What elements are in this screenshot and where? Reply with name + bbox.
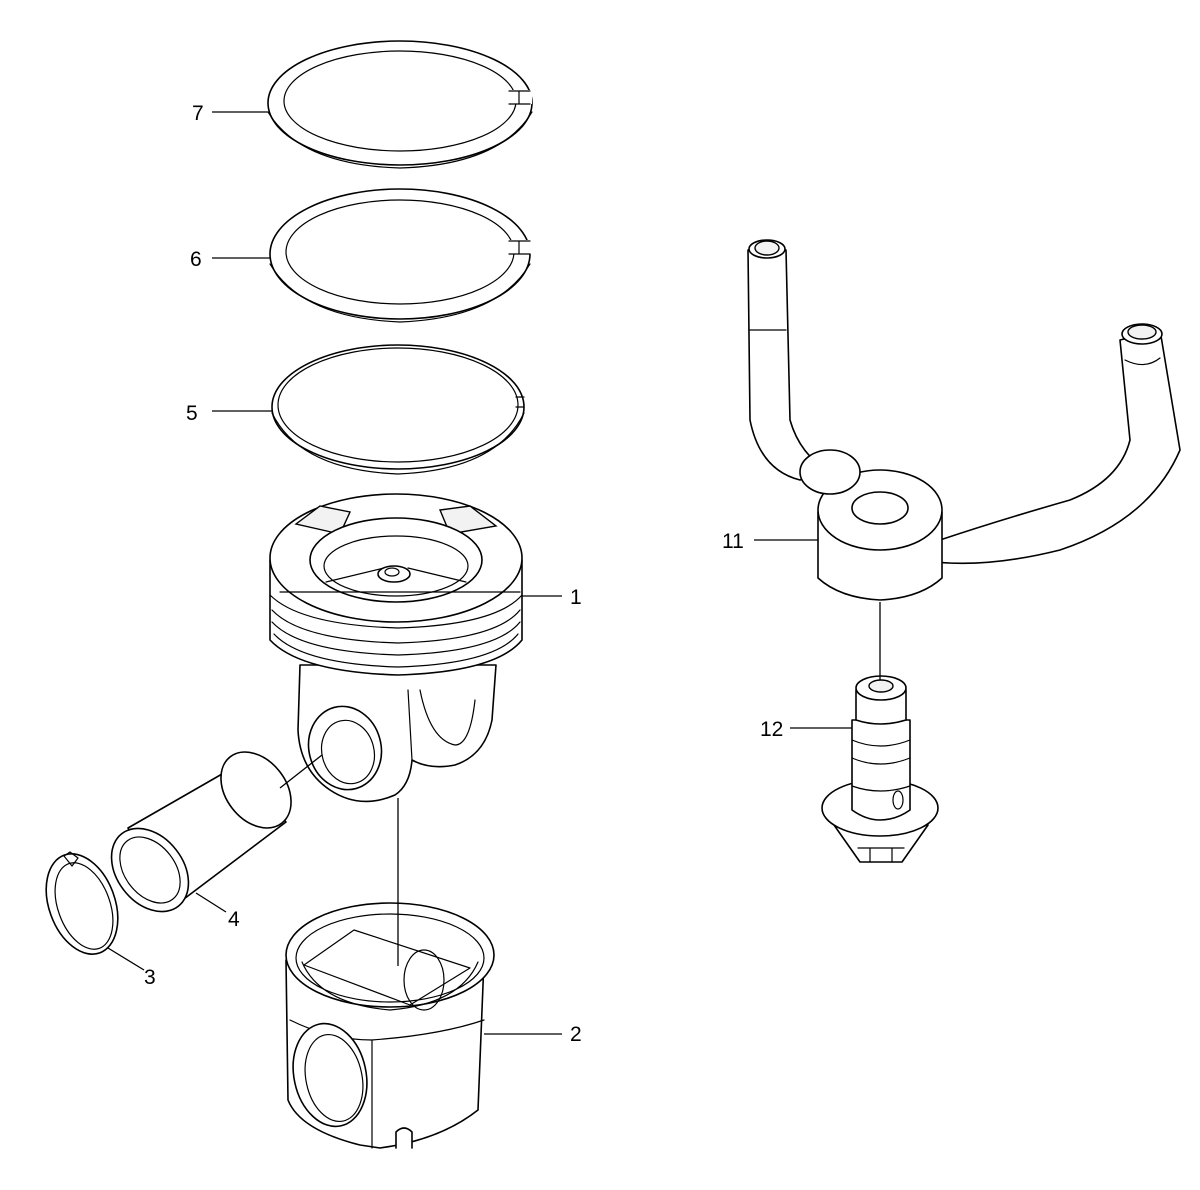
callout-3: 3 xyxy=(144,966,156,989)
callout-1: 1 xyxy=(570,586,582,609)
stud-12 xyxy=(821,675,939,863)
piston-1 xyxy=(269,493,523,803)
fork-yoke-11 xyxy=(747,239,1181,601)
callout-7: 7 xyxy=(192,102,204,125)
ring-5 xyxy=(271,344,525,475)
cylinder-liner-2 xyxy=(285,902,495,1149)
assembly-lines xyxy=(279,602,881,966)
ring-6 xyxy=(269,188,532,323)
ring-7 xyxy=(267,40,533,169)
callout-labels: 7 6 5 1 11 12 4 3 2 xyxy=(144,102,783,1046)
callout-12: 12 xyxy=(760,718,783,741)
callout-4: 4 xyxy=(228,908,240,931)
leader-lines xyxy=(107,111,852,1035)
callout-6: 6 xyxy=(190,248,202,271)
callout-2: 2 xyxy=(570,1023,582,1046)
piston-pin-4 xyxy=(110,751,292,913)
snap-ring-3 xyxy=(45,851,119,955)
callout-5: 5 xyxy=(186,402,198,425)
callout-11: 11 xyxy=(722,530,744,553)
